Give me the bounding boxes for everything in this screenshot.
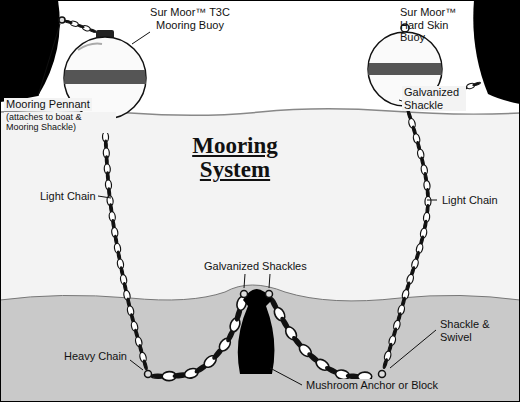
chain-label: Light Chain	[440, 194, 500, 207]
buoy-label: Sur Moor™ Hard Skin Buoy	[400, 6, 472, 44]
chain-link	[143, 360, 148, 370]
leader-lines	[38, 24, 437, 385]
mushroom-anchor	[238, 289, 275, 374]
boat-hull-right	[473, 0, 520, 104]
swivel-label: Shackle & Swivel	[438, 318, 512, 343]
shackles	[59, 17, 386, 378]
chain-label: Heavy Chain	[62, 350, 129, 363]
anchor-label: Mushroom Anchor or Block	[304, 379, 440, 392]
chain-link	[383, 358, 389, 368]
chains	[62, 20, 482, 382]
chain-link	[473, 82, 481, 87]
boat-hull-left	[0, 0, 60, 102]
shackle-label: Galvanized Shackle	[402, 86, 466, 111]
buoy-label: Sur Moor™ T3C Mooring Buoy	[140, 6, 240, 31]
water	[0, 109, 520, 402]
shackle-label: Galvanized Shackles	[202, 260, 309, 273]
pennant-label: Mooring Pennant	[4, 98, 92, 111]
pennant-note: (attaches to boat & Mooring Shackle)	[4, 112, 116, 133]
seabed	[0, 285, 520, 402]
diagram-title: Mooring System	[180, 134, 290, 182]
chain-label: Light Chain	[38, 190, 98, 203]
